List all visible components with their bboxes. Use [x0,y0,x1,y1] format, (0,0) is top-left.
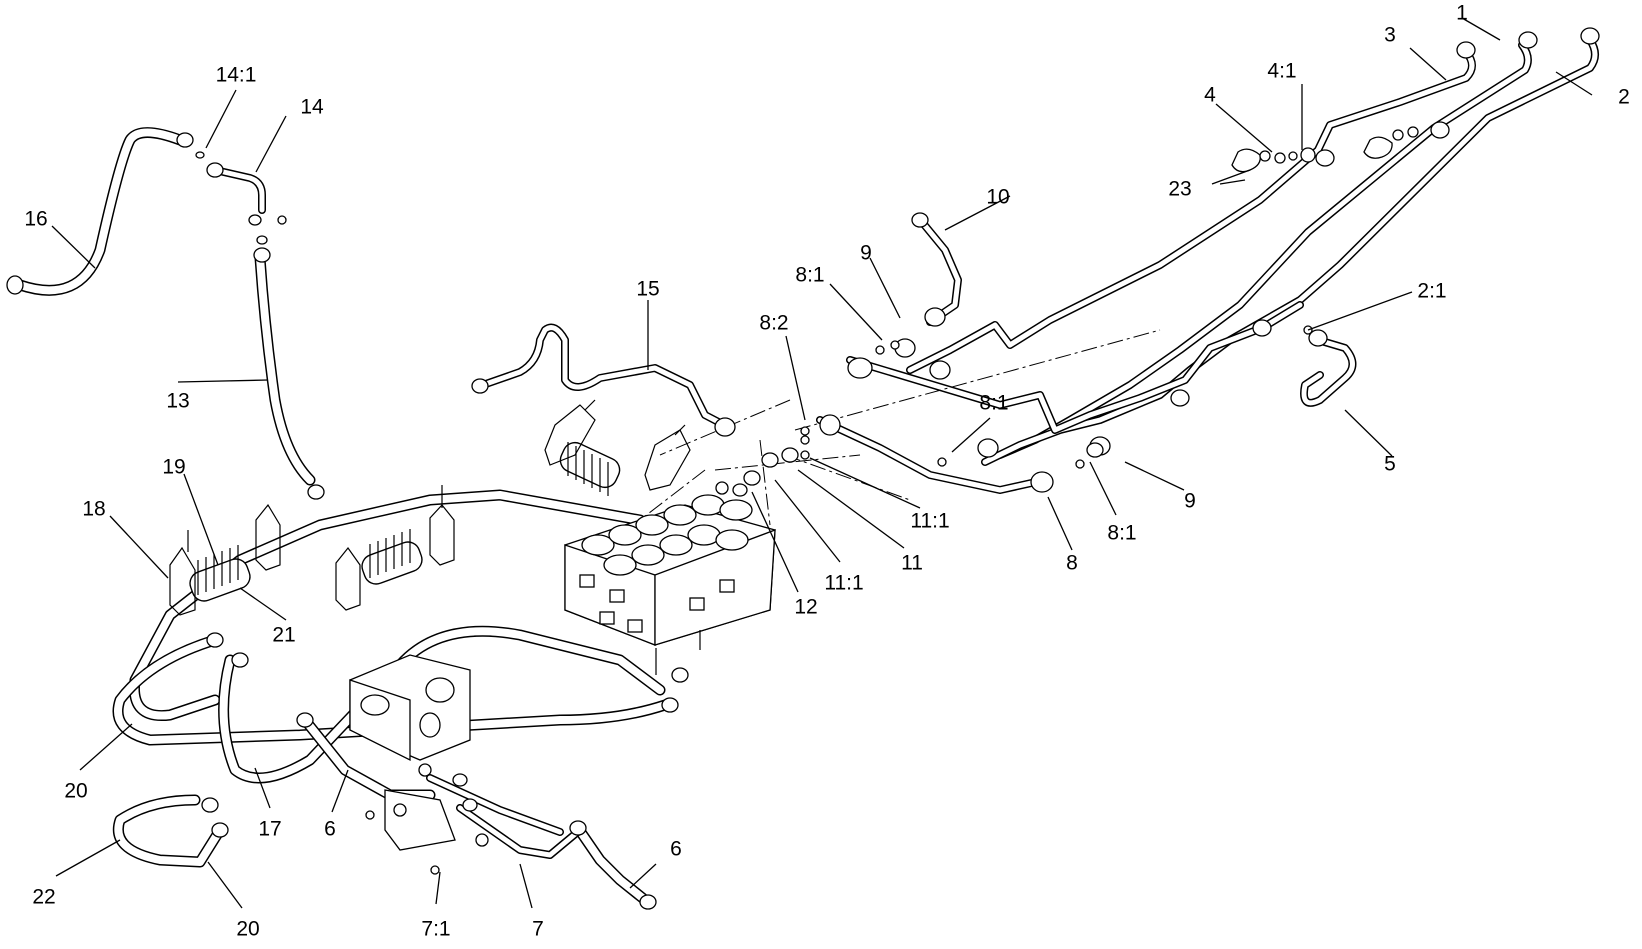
callout-18: 18 [82,498,105,521]
tube-8 [816,416,1049,494]
tube-10 [918,218,962,326]
callout-22: 22 [32,886,55,909]
clips-15 [544,399,691,491]
callout-8: 8 [1066,552,1078,575]
callout-9-lower: 9 [1184,490,1196,513]
parts-drawing [6,27,1600,910]
tube-14 [211,166,266,214]
callout-14: 14 [300,96,324,119]
callout-23: 23 [1168,178,1191,201]
callout-8-1-middle: 8:1 [979,392,1008,415]
tube-7 [426,774,584,859]
callout-2-1: 2:1 [1417,280,1446,303]
callout-12: 12 [794,596,817,619]
callout-7: 7 [532,918,544,941]
callout-21: 21 [272,624,295,647]
callout-6-right: 6 [670,838,682,861]
callout-17: 17 [258,818,281,841]
tube-main-lower [846,301,1304,434]
callout-8-2: 8:2 [759,312,788,335]
valve-manifold [564,494,776,675]
clip-18 [169,530,196,616]
callout-19: 19 [162,456,185,479]
callout-15: 15 [636,278,659,301]
callout-11-1-left: 11:1 [824,572,863,595]
callout-11: 11 [901,552,923,575]
callout-4: 4 [1204,84,1216,107]
callout-1: 1 [1456,2,1468,25]
spring-21 [361,529,423,585]
clips-21 [255,485,455,611]
callout-9-upper: 9 [860,242,872,265]
callout-4-1: 4:1 [1267,60,1296,83]
callout-8-1-upper: 8:1 [795,264,824,287]
callout-labels: 1 2 2:1 3 4 4:1 5 6 6 7 7:1 8 8:1 8:1 8:… [24,2,1630,941]
callout-13: 13 [166,390,189,413]
callout-11-1-right: 11:1 [910,510,949,533]
callout-10: 10 [986,186,1009,209]
spring-15 [559,441,621,496]
hose-6-right [572,822,651,906]
center-lines [639,329,1161,526]
hose-17 [218,625,666,784]
callout-14-1: 14:1 [216,64,257,87]
hose-22 [113,794,226,868]
callout-20-upper: 20 [64,780,87,803]
callout-3: 3 [1384,24,1396,47]
tube-3 [906,48,1476,374]
tube-1 [996,41,1532,459]
callout-5: 5 [1384,453,1396,476]
tube-15 [476,323,734,432]
callout-2: 2 [1618,86,1630,109]
callout-20-lower: 20 [236,918,259,941]
hose-21 [128,489,646,722]
callout-6-left: 6 [324,818,336,841]
callout-8-1-lower: 8:1 [1107,522,1136,545]
callout-7-1: 7:1 [421,918,450,941]
hose-13 [254,252,316,486]
lower-valve-block [349,654,471,851]
callout-16: 16 [24,208,47,231]
tube-5 [1300,336,1357,407]
spring-19 [189,545,251,602]
hose-16 [14,127,186,296]
leader-lines [51,17,1593,909]
fittings [6,27,1600,910]
tube-2 [981,36,1599,466]
